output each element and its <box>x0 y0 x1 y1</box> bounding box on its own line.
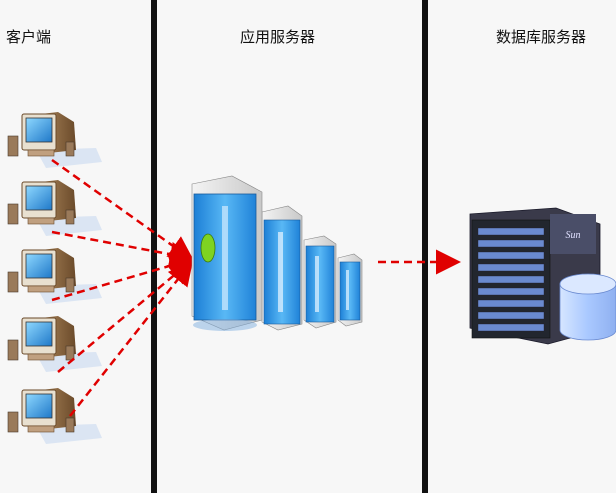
sun-logo-text: Sun <box>566 230 581 241</box>
tier-divider-right <box>422 0 428 493</box>
client-computer-icon <box>7 111 103 169</box>
client-tier-label: 客户端 <box>6 28 52 46</box>
db-server-tier-label: 数据库服务器 <box>496 28 587 46</box>
app-server-icon <box>337 253 363 327</box>
app-server-icon <box>261 205 303 331</box>
client-to-app-arrows <box>51 158 195 417</box>
tier-divider-left <box>151 0 157 493</box>
app-server-tier-label: 应用服务器 <box>240 28 316 46</box>
database-cylinder-icon <box>559 273 616 341</box>
client-computer-icon <box>7 179 103 237</box>
app-server-icon <box>191 175 263 331</box>
client-computer-icon <box>7 387 103 445</box>
client-computer-icon <box>7 315 103 373</box>
app-server-icon <box>303 235 337 329</box>
client-computer-icon <box>7 247 103 305</box>
